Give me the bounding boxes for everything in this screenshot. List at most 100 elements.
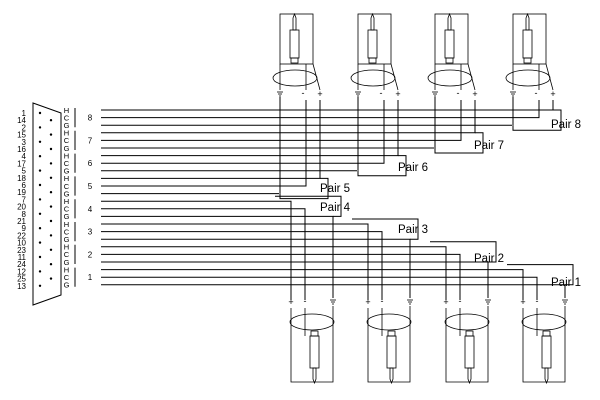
polarity-minus: - [304,296,307,306]
hcg-label: C [64,250,70,259]
jack-lead [312,63,321,91]
jack-top: -+ [272,12,323,99]
jack-plug-sleeve [387,330,396,337]
hot-wire [101,269,524,300]
jack-plug-body [522,29,533,59]
pin-number: 3 [22,138,27,147]
hcg-label: H [64,129,69,138]
cold-wire [101,276,538,300]
hot-wire [101,100,399,157]
jack-frame [290,306,334,383]
jack-top: -+ [350,12,401,99]
jack-plug-sleeve [290,57,299,64]
hot-wire [101,246,447,300]
pin-number: 9 [22,224,27,233]
pin-dot [49,133,53,136]
shield-loop [434,132,484,154]
jack-top: -+ [505,12,556,99]
jack-bottom: -+ [520,296,568,385]
connector-body [32,102,62,306]
shield-loop [512,109,562,131]
polarity-minus: - [535,88,538,98]
pin-number: 13 [17,282,26,291]
jack-frame [279,13,314,65]
hcg-label: C [64,227,70,236]
polarity-plus: + [288,297,293,307]
polarity-plus: + [472,89,477,99]
polarity-minus: - [457,88,460,98]
hcg-label: G [64,281,70,290]
pin-dot [38,111,42,115]
pin-dot [38,255,42,259]
pin-dot [38,155,42,158]
cold-wire [101,100,540,119]
jack-plug-tip [389,367,394,385]
pair-label: Pair 6 [398,162,428,174]
pin-number: 1 [22,109,27,118]
pin-number: 10 [17,239,26,248]
jack-lead [390,63,399,91]
hcg-label: H [64,220,69,229]
hcg-label: C [64,182,70,191]
jack-plug-sleeve [523,57,532,64]
hcg-label: H [64,243,69,252]
jack-bottom: -+ [365,296,413,385]
pin-number: 25 [17,275,26,284]
hcg-label: C [64,273,70,282]
pin-number: 22 [17,231,26,240]
shield-loop [279,177,329,200]
pin-number: 8 [22,210,27,219]
jack-plug-body [464,335,475,369]
pin-number: 5 [22,167,27,176]
jack-plug-tip [312,367,317,385]
jack-plug-sleeve [445,57,454,64]
cold-wire [101,100,385,164]
pin-number: 23 [17,246,26,255]
pin-number: 17 [17,159,26,168]
polarity-plus: + [395,89,400,99]
jack-bottom: -+ [443,296,491,385]
hcg-label: G [64,258,70,267]
jack-plug-tip [292,12,297,31]
pin-dot [38,270,42,273]
jack-shield [366,313,412,331]
jack-plug-tip [467,367,472,385]
polarity-minus: - [459,296,462,306]
pair-label: Pair 3 [398,224,428,236]
pin-number: 19 [17,188,26,197]
hcg-label: G [64,144,70,153]
polarity-plus: + [443,297,448,307]
pin-dot [38,241,42,244]
shield-loop [357,155,407,177]
channel-wires [101,100,399,172]
channel-number: 3 [88,228,93,237]
jack-plug-body [289,29,300,59]
jack-lead [467,63,476,91]
channel-wires [101,246,489,300]
pin-dot [38,126,42,129]
pin-dot [38,183,42,187]
hcg-label: G [64,212,70,221]
channel-number: 8 [88,114,93,123]
pin-dot [38,169,42,172]
hot-wire [101,223,369,300]
jack-frame [367,306,411,383]
jack-plug-sleeve [465,330,474,337]
pin-dot [38,140,42,143]
channel-wires [101,100,321,195]
pair-label: Pair 4 [320,202,351,214]
hcg-label: G [64,235,70,244]
pin-number: 12 [17,267,26,276]
channel-number: 1 [88,273,93,282]
pair-label: Pair 2 [474,253,504,265]
polarity-plus: + [365,297,370,307]
ground-wire [101,261,489,298]
ground-wire [101,215,334,298]
channel-number: 2 [88,250,93,259]
jack-plug-tip [447,12,452,31]
ground-wire [101,238,411,298]
jack-plug-sleeve [310,330,319,337]
channel-wires [101,100,554,126]
polarity-plus: + [550,89,555,99]
